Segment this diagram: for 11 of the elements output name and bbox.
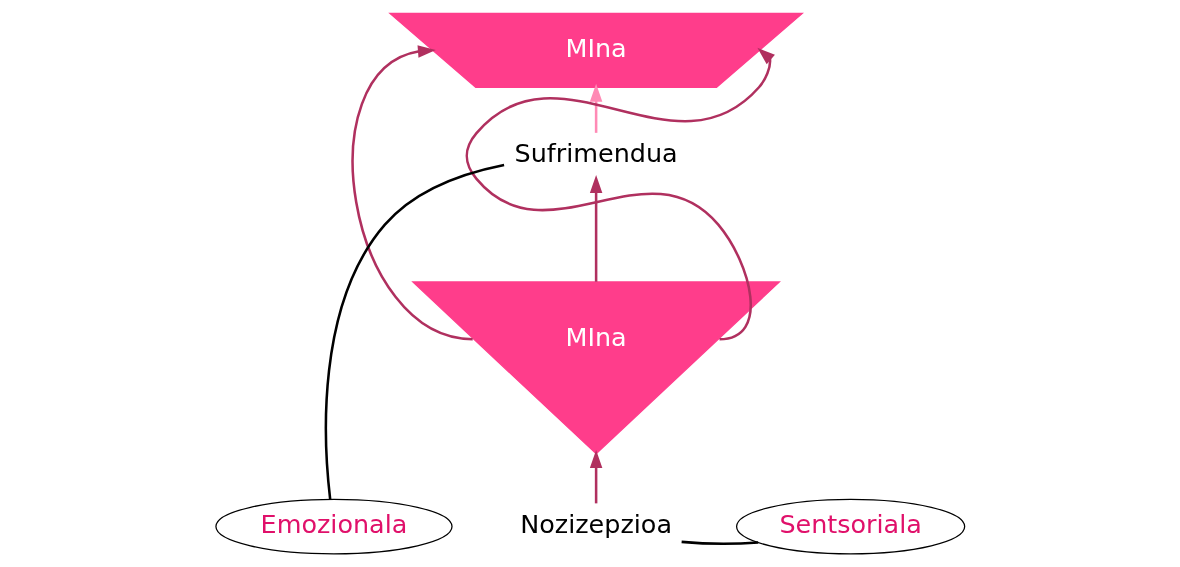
arrow bbox=[589, 450, 602, 504]
node-text: Nozizepzioa bbox=[519, 508, 672, 539]
connector bbox=[324, 163, 504, 500]
arrow bbox=[465, 47, 775, 341]
node-ellipse: Emozionala bbox=[214, 498, 453, 555]
arrow bbox=[351, 45, 473, 341]
node-text: Sufrimendua bbox=[514, 138, 678, 169]
arrow bbox=[589, 175, 602, 282]
node-ellipse: Sentsoriala bbox=[735, 498, 965, 555]
connector bbox=[681, 540, 758, 545]
arrow bbox=[589, 83, 602, 133]
